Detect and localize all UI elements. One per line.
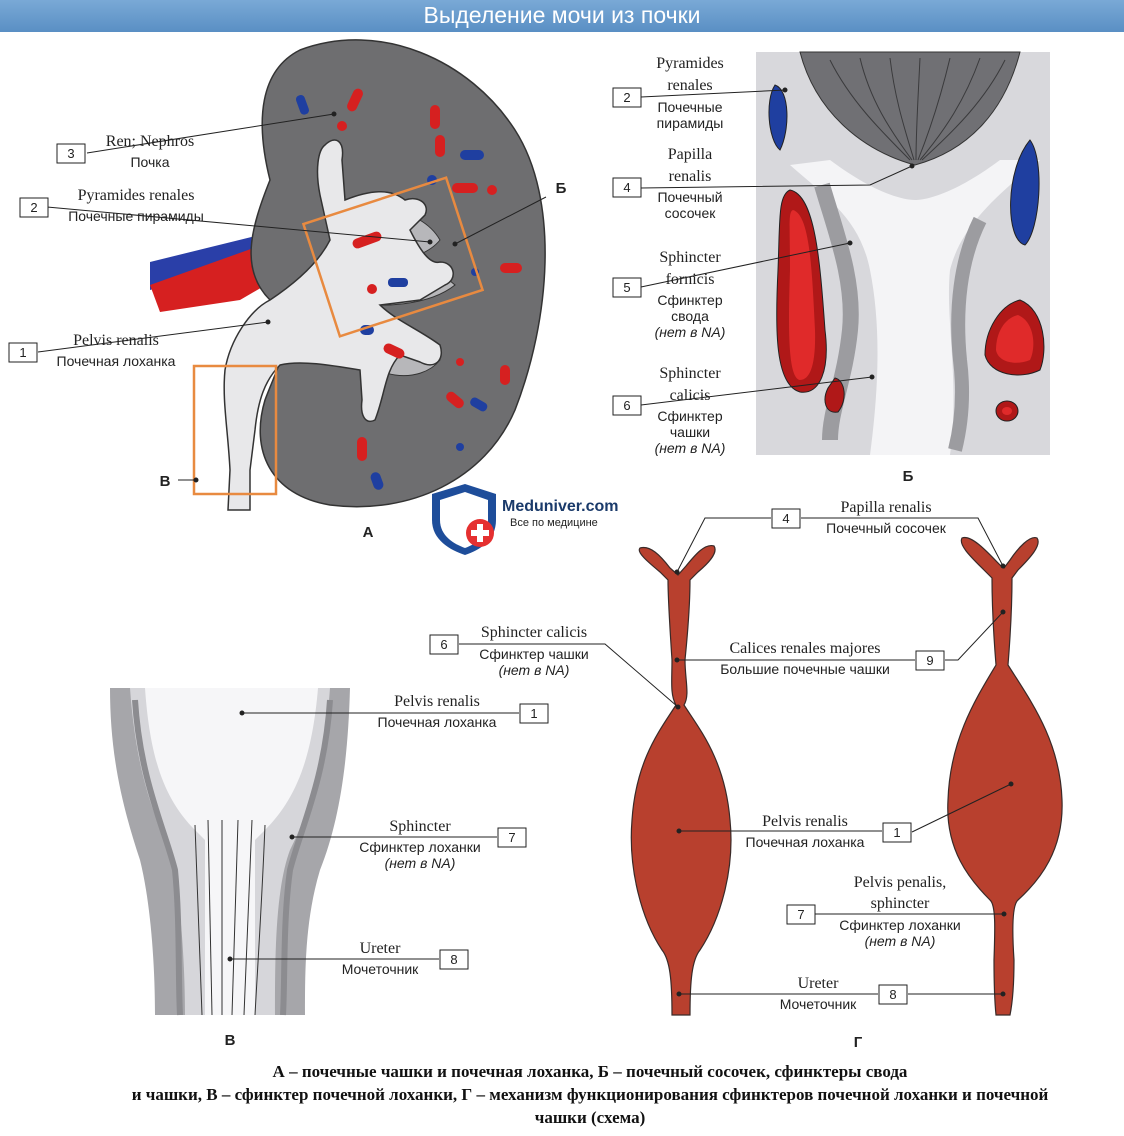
label-pap-b-lat2: renalis [669, 168, 712, 185]
label-sforn-b-lat1: Sphincter [659, 249, 721, 266]
renal-pelvis-and-calyces [223, 139, 454, 511]
label-sph-g-num: 7 [797, 907, 804, 922]
vein [1010, 139, 1040, 246]
caption-line-1: А – почечные чашки и почечная лоханка, Б… [272, 1062, 908, 1081]
label-pyr-b-num: 2 [623, 90, 630, 105]
label-pyr-b-rus2: пирамиды [657, 115, 724, 131]
label-pap-g-lat: Papilla renalis [840, 499, 931, 516]
ureter-lumen [145, 688, 318, 1015]
label-sforn-b-rus2: свода [671, 308, 709, 324]
calyx-lumen [790, 160, 1040, 455]
label-pap-b-rus2: сосочек [665, 205, 717, 221]
label-cal-g-rus: Большие почечные чашки [720, 661, 890, 677]
label-ren-rus: Почка [130, 154, 169, 170]
label-pelvis-v-rus: Почечная лоханка [378, 714, 497, 730]
label-sforn-b-rus1: Сфинктер [657, 292, 723, 308]
label-scal-g-rus: Сфинктер чашки [479, 646, 588, 662]
label-scal-b-lat1: Sphincter [659, 365, 721, 382]
label-ren-lat: Ren; Nephros [106, 133, 194, 150]
label-sph-v-rus: Сфинктер лоханки [359, 839, 480, 855]
panel-label-b: Б [903, 468, 914, 485]
label-ureter-v-num: 8 [450, 952, 457, 967]
label-pelvis-g-lat: Pelvis renalis [762, 813, 848, 830]
panel-label-g: Г [854, 1034, 863, 1051]
label-sforn-b-rus3: (нет в NA) [655, 324, 726, 340]
label-scal-g-rus2: (нет в NA) [499, 662, 570, 678]
logo-subtitle: Все по медицине [510, 517, 598, 529]
title-banner: Выделение мочи из почки [0, 0, 1124, 32]
label-pap-b-rus1: Почечный [657, 189, 722, 205]
label-pelvis-g-num: 1 [893, 825, 900, 840]
label-pelvis-g-rus: Почечная лоханка [746, 834, 865, 850]
label-scal-b-lat2: calicis [670, 387, 711, 404]
label-ureter-v-lat: Ureter [360, 940, 402, 957]
label-sforn-b-num: 5 [623, 280, 630, 295]
label-scal-g-lat: Sphincter calicis [481, 624, 587, 641]
label-pelvis-a-rus: Почечная лоханка [57, 353, 176, 369]
label-scal-b-rus2: чашки [670, 424, 710, 440]
caption-line-2: и чашки, В – сфинктер почечной лоханки, … [131, 1085, 1049, 1104]
label-cal-g-lat: Calices renales majores [729, 640, 880, 657]
label-pap-b-num: 4 [623, 180, 630, 195]
label-pyr-b-rus1: Почечные [657, 99, 722, 115]
page-title: Выделение мочи из почки [423, 2, 701, 28]
kidney-diagram: 3 Ren; Nephros Почка 2 Pyramides renales… [8, 39, 567, 541]
label-scal-b-num: 6 [623, 398, 630, 413]
papilla-diagram: 2 Pyramides renales Почечные пирамиды 4 … [612, 51, 1050, 485]
label-pap-g-rus: Почечный сосочек [826, 520, 947, 536]
frame-v [192, 364, 278, 496]
label-sph-v-lat: Sphincter [389, 818, 451, 835]
label-sph-g-rus: Сфинктер лоханки [839, 917, 960, 933]
label-ureter-v-rus: Мочеточник [342, 961, 419, 977]
marker-b: Б [556, 180, 567, 197]
figure-caption: А – почечные чашки и почечная лоханка, Б… [60, 1060, 1120, 1129]
label-pap-b-lat1: Papilla [668, 146, 712, 163]
label-pyr-b-lat2: renales [667, 77, 712, 94]
label-sph-v-rus2: (нет в NA) [385, 855, 456, 871]
label-sph-g-rus2: (нет в NA) [865, 933, 936, 949]
organ-left [630, 544, 732, 1016]
label-pelvis-a-num: 1 [19, 345, 26, 360]
kidney-vessels [295, 88, 522, 490]
marker-v: В [160, 473, 171, 490]
label-pyr-b-lat1: Pyramides [656, 55, 724, 72]
caption-line-3: чашки (схема) [534, 1108, 646, 1127]
label-sph-g-lat2: sphincter [871, 895, 930, 912]
label-ureter-g-lat: Ureter [798, 975, 840, 992]
label-ureter-g-rus: Мочеточник [780, 996, 857, 1012]
label-sforn-b-lat2: fornicis [666, 271, 715, 288]
ureter-diagram: 1 Pelvis renalis Почечная лоханка 7 Sphi… [110, 688, 549, 1049]
label-pelvis-a-lat: Pelvis renalis [73, 332, 159, 349]
pyramid [799, 51, 1021, 166]
label-pyr-a-num: 2 [30, 200, 37, 215]
label-pyr-a-lat: Pyramides renales [78, 187, 195, 204]
logo: Meduniver.com Все по медицине [432, 484, 618, 555]
label-scal-b-rus1: Сфинктер [657, 408, 723, 424]
label-pelvis-v-num: 1 [530, 706, 537, 721]
label-cal-g-num: 9 [926, 653, 933, 668]
label-ren-num: 3 [67, 146, 74, 161]
frame-b [301, 176, 485, 338]
panel-label-v: В [225, 1032, 236, 1049]
label-pyr-a-rus: Почечные пирамиды [68, 208, 204, 224]
label-pap-g-num: 4 [782, 511, 789, 526]
label-sph-g-lat1: Pelvis penalis, [854, 874, 946, 891]
organ-right [947, 536, 1063, 1016]
vein [768, 84, 788, 151]
label-ureter-g-num: 8 [889, 987, 896, 1002]
label-sph-v-num: 7 [508, 830, 515, 845]
label-pelvis-v-lat: Pelvis renalis [394, 693, 480, 710]
panel-label-a: А [363, 524, 374, 541]
logo-title: Meduniver.com [502, 498, 618, 515]
sphincter-scheme: 4 Papilla renalis Почечный сосочек 6 Sph… [429, 499, 1063, 1051]
label-scal-b-rus3: (нет в NA) [655, 440, 726, 456]
label-scal-g-num: 6 [440, 637, 447, 652]
